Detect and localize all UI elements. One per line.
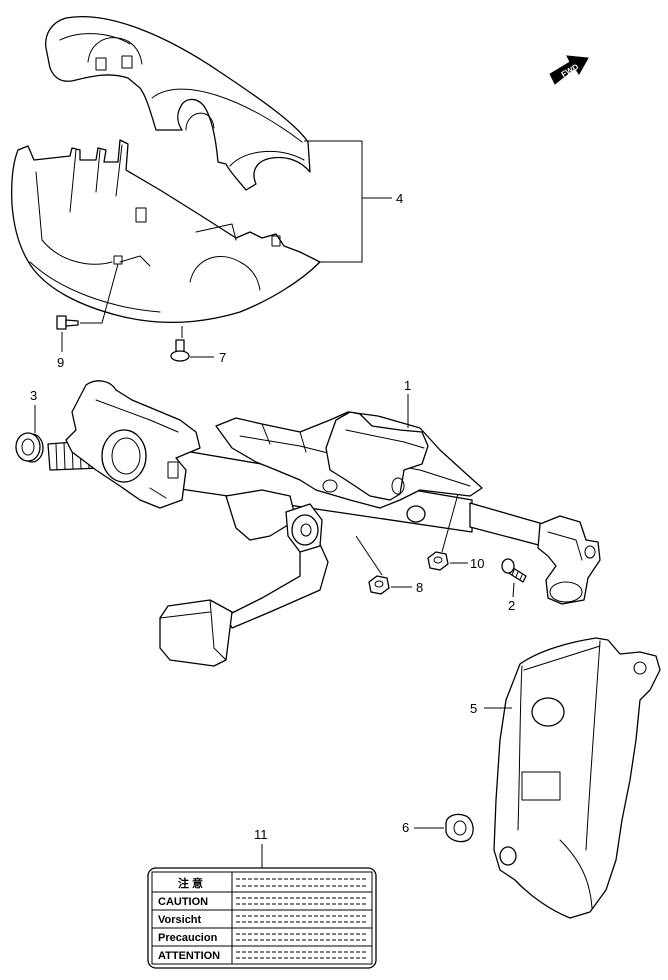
callout-7: 7 bbox=[219, 350, 226, 365]
caution-label-header-jp: 注 意 bbox=[178, 876, 203, 890]
callout-9: 9 bbox=[57, 355, 64, 370]
callout-4: 4 bbox=[396, 191, 403, 206]
bush-part bbox=[15, 432, 44, 463]
column-cover-lower bbox=[11, 139, 321, 324]
callout-8-pointer bbox=[355, 535, 383, 576]
callout-10-pointer bbox=[441, 493, 459, 553]
forward-arrow-icon: FWD bbox=[549, 55, 589, 85]
callout-6: 6 bbox=[402, 820, 409, 835]
caution-label-row-en: CAUTION bbox=[158, 896, 208, 908]
callout-3: 3 bbox=[30, 388, 37, 403]
callout-5: 5 bbox=[470, 701, 477, 716]
callout-10: 10 bbox=[470, 556, 484, 571]
nut-part bbox=[427, 551, 449, 571]
column-cover-upper bbox=[45, 16, 311, 191]
pedal-assembly bbox=[159, 503, 329, 667]
bolt-part bbox=[501, 558, 527, 583]
callout-1: 1 bbox=[404, 378, 411, 393]
callout-2-leader bbox=[512, 582, 515, 598]
callout-9-leader bbox=[80, 263, 119, 324]
caution-label-dash-lines bbox=[236, 878, 366, 959]
screw-part bbox=[56, 315, 79, 330]
callout-11: 11 bbox=[254, 827, 268, 842]
callout-8: 8 bbox=[416, 580, 423, 595]
nut-part bbox=[368, 575, 390, 595]
steering-column-assembly bbox=[47, 380, 601, 605]
callout-2: 2 bbox=[508, 598, 515, 613]
bolt-part bbox=[170, 339, 190, 362]
caution-label: 注 意 CAUTION Vorsicht Precaucion ATTENTIO… bbox=[147, 867, 377, 969]
caution-label-row-fr: ATTENTION bbox=[158, 950, 220, 962]
nut-part bbox=[445, 813, 474, 843]
caution-label-row-es: Precaucion bbox=[158, 932, 218, 944]
caution-label-row-de: Vorsicht bbox=[158, 914, 202, 926]
cover-plate-part bbox=[493, 637, 661, 919]
callout-4-leader bbox=[304, 140, 392, 263]
